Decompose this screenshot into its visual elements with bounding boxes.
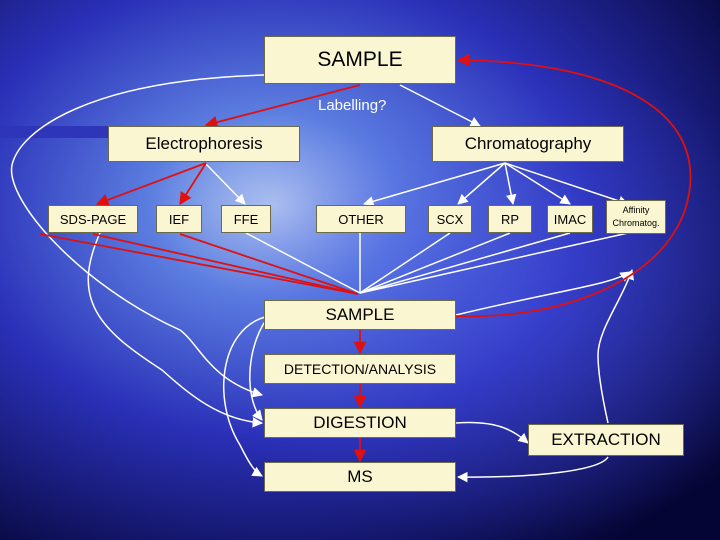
node-electrophoresis-label: Electrophoresis (145, 134, 263, 153)
node-sample-top: SAMPLE (264, 36, 456, 84)
node-other: OTHER (316, 205, 406, 233)
arrow-chromatography-to-other (362, 162, 506, 207)
arrow-sample-to-ms-left (223, 316, 266, 477)
node-chromatography: Chromatography (432, 126, 624, 162)
arrow-labelling-to-chromatography (399, 84, 481, 127)
node-ffe: FFE (221, 205, 271, 233)
node-extraction: EXTRACTION (528, 424, 684, 456)
node-imac-label: IMAC (553, 211, 587, 227)
node-ms: MS (264, 462, 456, 492)
node-imac: IMAC (547, 205, 593, 233)
node-scx-label: SCX (436, 211, 464, 227)
node-other-label: OTHER (338, 211, 384, 227)
node-scx: SCX (428, 205, 472, 233)
arrow-loop-back-to-sample (455, 53, 692, 318)
node-ief-label: IEF (168, 211, 190, 227)
arrow-chromatography-to-affinity (504, 162, 629, 206)
arrow-digestion-to-extraction (455, 421, 529, 444)
arrow-extraction-to-affinity (597, 269, 634, 424)
node-sample-top-label: SAMPLE (317, 48, 403, 71)
node-rp: RP (488, 205, 532, 233)
node-extraction-label: EXTRACTION (551, 430, 661, 449)
node-affinity-label-line1: Affinity (622, 205, 650, 215)
arrow-electrophoresis-to-sdspage (95, 162, 207, 206)
line-scx-to-sample (359, 232, 451, 294)
arrow-electrophoresis-to-ief (179, 162, 207, 206)
arrow-sample-to-electrophoresis (204, 84, 361, 129)
node-detection-analysis: DETECTION/ANALYSIS (264, 354, 456, 384)
line-rp-to-sample (359, 232, 511, 294)
line-imac-to-sample (359, 232, 571, 294)
line-sdspage-to-sample-b (92, 233, 359, 295)
left-bar-stripe (0, 126, 108, 138)
node-affinity-chromatog: Affinity Chromatog. (606, 200, 666, 234)
arrow-chromatography-to-rp (504, 162, 517, 206)
node-rp-label: RP (500, 211, 520, 227)
white-arrows (10, 74, 634, 483)
node-electrophoresis: Electrophoresis (108, 126, 300, 162)
arrow-chromatography-to-scx (457, 162, 506, 205)
arrow-electrophoresis-to-ffe (204, 162, 246, 205)
node-ffe-label: FFE (233, 211, 259, 227)
arrow-sample-to-digestion-left (249, 314, 271, 421)
arrow-sample-loop-left (10, 74, 266, 398)
arrow-chromatography-to-imac (504, 162, 571, 205)
red-arrows (39, 53, 692, 463)
node-chromatography-label: Chromatography (464, 134, 592, 153)
node-affinity-label-line2: Chromatog. (612, 218, 660, 228)
node-detection-label: DETECTION/ANALYSIS (283, 361, 437, 377)
arrow-extraction-to-ms (456, 456, 609, 483)
arrow-sample-to-affinity (455, 271, 631, 316)
node-ms-label: MS (347, 467, 373, 486)
line-ffe-to-sample (245, 232, 361, 294)
node-digestion: DIGESTION (264, 408, 456, 438)
node-sample-mid: SAMPLE (264, 300, 456, 330)
line-sdspage-to-sample-a (39, 233, 359, 295)
node-sample-mid-label: SAMPLE (325, 305, 395, 324)
node-ief: IEF (156, 205, 202, 233)
node-sds-page: SDS-PAGE (48, 205, 138, 233)
line-affinity-to-sample (359, 232, 629, 294)
node-sds-page-label: SDS-PAGE (59, 211, 127, 227)
label-labelling: Labelling? (318, 97, 387, 114)
node-digestion-label: DIGESTION (313, 413, 407, 432)
arrow-sdspage-to-digestion (87, 232, 264, 428)
line-ief-to-sample (179, 233, 359, 295)
